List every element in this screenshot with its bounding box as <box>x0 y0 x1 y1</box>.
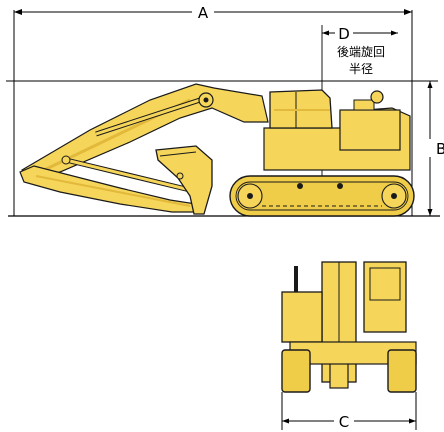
hood-vent <box>353 99 375 111</box>
dimension-c: C <box>281 392 417 431</box>
front-right-track <box>387 349 417 393</box>
front-left-body <box>281 291 323 343</box>
arm-cylinder <box>61 155 191 193</box>
tail-swing-radius-line2: 半径 <box>349 62 373 76</box>
counterweight <box>339 109 401 151</box>
front-handrail <box>294 266 298 292</box>
dimension-a: A <box>14 4 412 22</box>
front-cab <box>363 261 407 333</box>
front-left-track <box>281 349 311 393</box>
dimension-d: D 後端旋回 半径 <box>321 25 398 216</box>
tail-swing-radius-line1: 後端旋回 <box>337 45 385 59</box>
muffler <box>370 90 384 104</box>
boom <box>21 83 269 181</box>
dimension-b: B <box>427 81 444 216</box>
dimension-c-label: C <box>339 413 349 431</box>
dimension-a-label: A <box>198 4 209 22</box>
dimension-d-label: D <box>338 25 350 43</box>
boom-cylinder <box>95 92 214 137</box>
bucket <box>155 145 213 215</box>
side-view: A D 後端旋回 半径 B <box>6 4 444 217</box>
dimension-b-label: B <box>436 140 444 158</box>
crawler-track <box>229 175 415 217</box>
front-view: C <box>281 261 417 431</box>
